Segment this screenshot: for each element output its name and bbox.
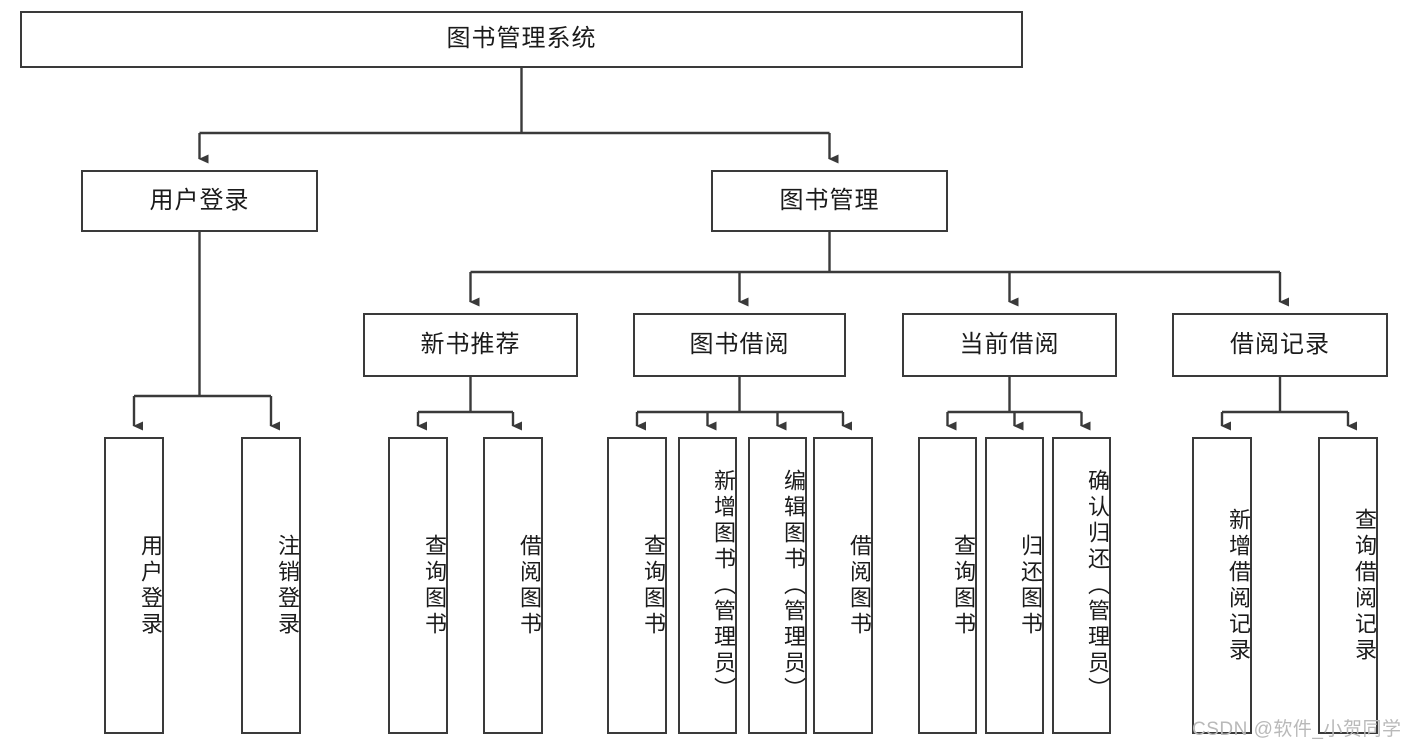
level3-node-3[interactable]: 借阅记录 xyxy=(1172,313,1388,377)
leaf-node-10[interactable]: 确认归还（管理员） xyxy=(1052,437,1111,734)
node-label: 借阅记录 xyxy=(1230,330,1330,358)
leaf-node-8[interactable]: 查询图书 xyxy=(918,437,977,734)
node-label: 确认归还（管理员） xyxy=(1085,468,1110,703)
leaf-node-5[interactable]: 新增图书（管理员） xyxy=(678,437,737,734)
level2-node-0[interactable]: 用户登录 xyxy=(81,170,318,232)
leaf-node-9[interactable]: 归还图书 xyxy=(985,437,1044,734)
node-label: 编辑图书（管理员） xyxy=(781,468,806,703)
node-label: 查询图书 xyxy=(951,533,976,638)
node-label: 图书管理系统 xyxy=(446,25,597,53)
leaf-node-1[interactable]: 注销登录 xyxy=(241,437,301,734)
leaf-node-0[interactable]: 用户登录 xyxy=(104,437,164,734)
level3-node-2[interactable]: 当前借阅 xyxy=(902,313,1117,377)
node-label: 借阅图书 xyxy=(847,533,872,638)
node-label: 图书管理 xyxy=(779,186,880,214)
leaf-node-2[interactable]: 查询图书 xyxy=(388,437,448,734)
leaf-node-12[interactable]: 查询借阅记录 xyxy=(1318,437,1378,734)
node-label: 当前借阅 xyxy=(959,330,1060,358)
root-node-book-management-system[interactable]: 图书管理系统 xyxy=(20,11,1023,68)
level3-node-0[interactable]: 新书推荐 xyxy=(363,313,578,377)
node-label: 用户登录 xyxy=(138,533,163,638)
node-label: 注销登录 xyxy=(275,533,300,638)
leaf-node-3[interactable]: 借阅图书 xyxy=(483,437,543,734)
leaf-node-4[interactable]: 查询图书 xyxy=(607,437,667,734)
node-label: 借阅图书 xyxy=(517,533,542,638)
leaf-node-6[interactable]: 编辑图书（管理员） xyxy=(748,437,807,734)
node-label: 查询图书 xyxy=(422,533,447,638)
node-label: 查询图书 xyxy=(641,533,666,638)
node-label: 归还图书 xyxy=(1018,533,1043,638)
leaf-node-7[interactable]: 借阅图书 xyxy=(813,437,873,734)
level2-node-1[interactable]: 图书管理 xyxy=(711,170,948,232)
node-label: 新增图书（管理员） xyxy=(711,468,736,703)
leaf-node-11[interactable]: 新增借阅记录 xyxy=(1192,437,1252,734)
level3-node-1[interactable]: 图书借阅 xyxy=(633,313,846,377)
node-label: 新增借阅记录 xyxy=(1226,507,1251,664)
node-label: 查询借阅记录 xyxy=(1352,507,1377,664)
node-label: 图书借阅 xyxy=(689,330,790,358)
node-label: 新书推荐 xyxy=(420,330,521,358)
node-label: 用户登录 xyxy=(149,186,250,214)
csdn-watermark: CSDN @软件_小贺同学 xyxy=(1192,719,1402,740)
